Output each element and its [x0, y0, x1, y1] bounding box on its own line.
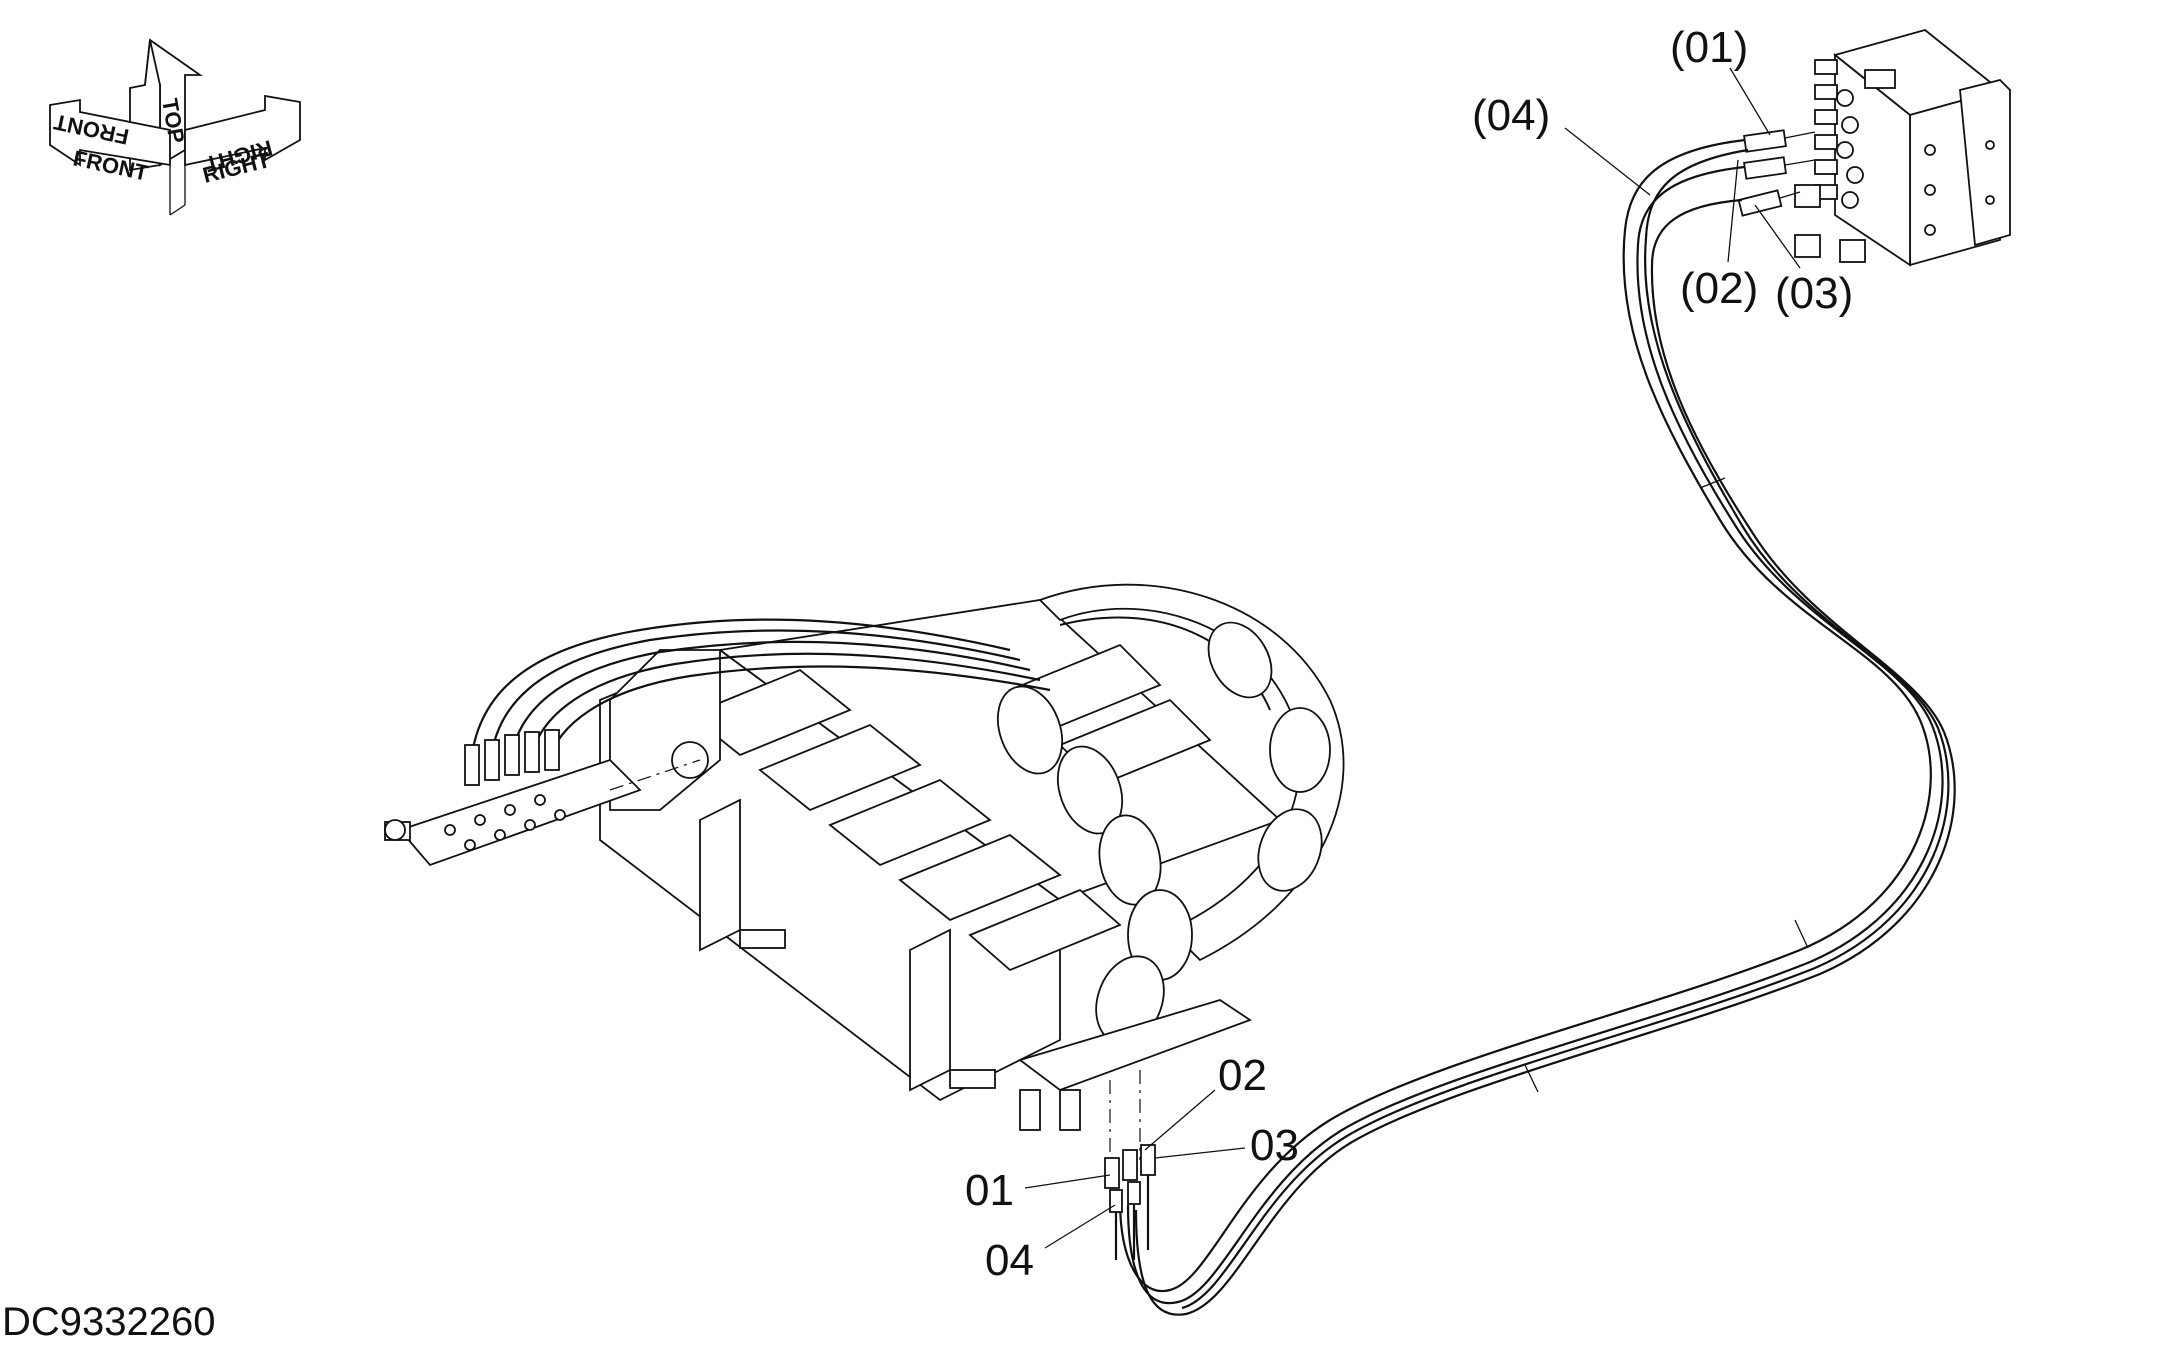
callout-04-paren: (04) [1472, 91, 1550, 140]
hose-end-fittings [1737, 129, 1816, 217]
lower-hose-fittings [1104, 1144, 1156, 1260]
left-hose-group [464, 618, 1051, 786]
valve-block [1737, 29, 2011, 267]
callout-03-paren: (03) [1775, 269, 1853, 318]
left-mounting-bracket [384, 758, 642, 867]
orientation-arrows-symbol: TOP FRONT RIGHT FRONT RIGHT [49, 38, 301, 216]
callout-01-paren: (01) [1670, 23, 1748, 72]
leader-lines [1024, 67, 1801, 1249]
callout-02-paren: (02) [1680, 264, 1758, 313]
callout-03: 03 [1250, 1121, 1299, 1170]
drawing-code: DC9332260 [2, 1300, 216, 1344]
callout-04: 04 [985, 1236, 1034, 1285]
hose-bundle [1118, 138, 1956, 1316]
callout-01: 01 [965, 1166, 1014, 1215]
callout-02: 02 [1218, 1051, 1267, 1100]
cable-chain-tray [599, 583, 1345, 1131]
drag-chain [996, 583, 1345, 1045]
alignment-lines [609, 759, 1141, 1160]
valve-fittings [1794, 59, 1866, 263]
